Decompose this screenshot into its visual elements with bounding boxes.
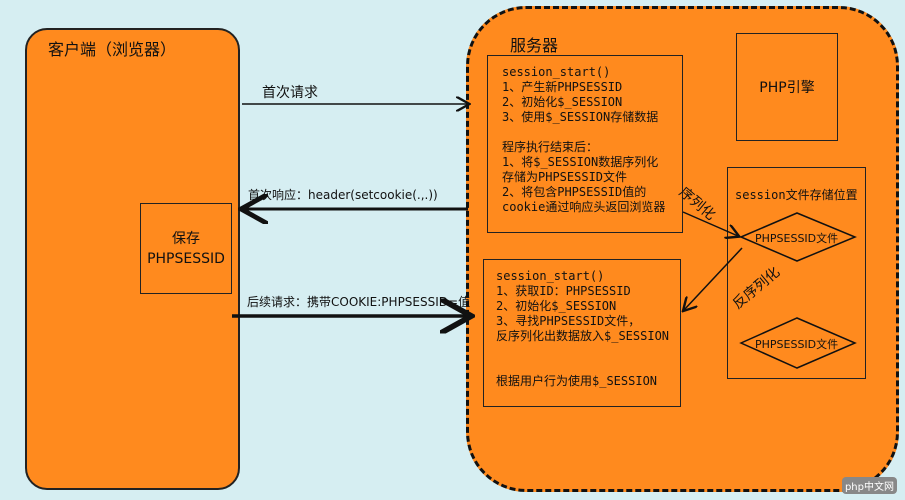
save-line-2: PHPSESSID	[147, 250, 225, 267]
subsequent-request-label: 后续请求：携带COOKIE:PHPSESSID=值	[247, 295, 471, 309]
client-title: 客户端（浏览器）	[48, 40, 177, 59]
first-response-label: 首次响应：header(setcookie(.,.))	[248, 188, 438, 202]
php-engine-box: PHP引擎	[736, 33, 838, 141]
session-storage-title: session文件存储位置	[735, 188, 858, 202]
unserialize-arrow	[684, 247, 743, 310]
file1-label: PHPSESSID文件	[755, 232, 839, 245]
file2-label: PHPSESSID文件	[755, 338, 839, 351]
session-storage-box	[727, 167, 866, 379]
client-browser-panel	[25, 28, 240, 490]
watermark-logo: php中文网	[841, 477, 897, 494]
first-session-start-box: session_start() 1、产生新PHPSESSID 2、初始化$_SE…	[487, 55, 683, 233]
phpsessid-file-diamond-2	[739, 317, 857, 369]
server-title: 服务器	[510, 36, 559, 55]
phpsessid-file-diamond-1	[739, 212, 857, 262]
save-line-1: 保存	[172, 230, 200, 247]
serialize-arrow	[682, 211, 738, 236]
second-session-start-box: session_start() 1、获取ID：PHPSESSID 2、初始化$_…	[483, 259, 681, 407]
save-phpsessid-box: 保存 PHPSESSID	[140, 203, 232, 294]
first-request-label: 首次请求	[262, 85, 318, 101]
